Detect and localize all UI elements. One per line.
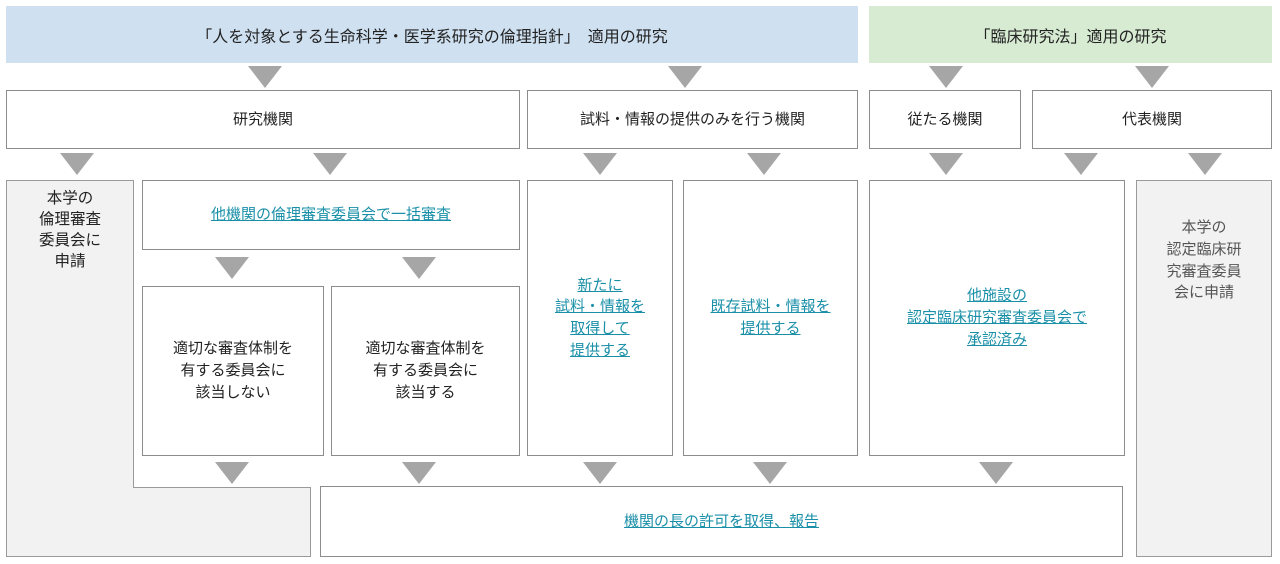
permission-report-link[interactable]: 機関の長の許可を取得、報告 — [623, 511, 819, 530]
bulk-review-box[interactable]: 他機関の倫理審査委員会で一括審査 — [142, 180, 520, 250]
permission-report-box[interactable]: 機関の長の許可を取得、報告 — [320, 486, 1123, 557]
existing-provide-box[interactable]: 既存試料・情報を 提供する — [683, 180, 858, 456]
other-facility-link[interactable]: 他施設の 認定臨床研究審査委員会で 承認済み — [906, 286, 1087, 348]
appropriate-label: 適切な審査体制を 有する委員会に 該当する — [365, 339, 486, 401]
subordinate-institution-box: 従たる機関 — [869, 90, 1021, 149]
header-clinical-research-act: 「臨床研究法」適用の研究 — [869, 6, 1272, 63]
new-acquire-link[interactable]: 新たに 試料・情報を 取得して 提供する — [554, 275, 645, 359]
arrow-down — [583, 153, 617, 175]
provider-only-institution-label: 試料・情報の提供のみを行う機関 — [579, 109, 805, 128]
arrow-down — [248, 66, 282, 88]
own-ethics-committee-text: 本学の 倫理審査 委員会に 申請 — [12, 188, 128, 288]
arrow-down — [215, 257, 249, 279]
not-appropriate-label: 適切な審査体制を 有する委員会に 該当しない — [172, 339, 293, 401]
not-appropriate-box: 適切な審査体制を 有する委員会に 該当しない — [142, 286, 324, 456]
other-facility-box[interactable]: 他施設の 認定臨床研究審査委員会で 承認済み — [869, 180, 1125, 456]
arrow-down — [1064, 153, 1098, 175]
subordinate-institution-label: 従たる機関 — [907, 109, 983, 128]
arrow-down — [402, 257, 436, 279]
provider-only-institution-box: 試料・情報の提供のみを行う機関 — [527, 90, 858, 149]
appropriate-box: 適切な審査体制を 有する委員会に 該当する — [331, 286, 520, 456]
research-institution-box: 研究機関 — [6, 90, 520, 149]
representative-institution-label: 代表機関 — [1121, 109, 1182, 128]
arrow-down — [753, 462, 787, 484]
arrow-down — [929, 153, 963, 175]
new-acquire-box[interactable]: 新たに 試料・情報を 取得して 提供する — [527, 180, 673, 456]
arrow-down — [1188, 153, 1222, 175]
own-certified-committee-box: 本学の 認定臨床研 究審査委員 会に申請 — [1136, 180, 1272, 557]
own-ethics-committee-label: 本学の 倫理審査 委員会に 申請 — [38, 189, 101, 270]
arrow-down — [402, 462, 436, 484]
arrow-down — [60, 153, 94, 175]
representative-institution-box: 代表機関 — [1032, 90, 1272, 149]
existing-provide-link[interactable]: 既存試料・情報を 提供する — [710, 297, 831, 337]
header-ethics-guideline-label: 「人を対象とする生命科学・医学系研究の倫理指針」 適用の研究 — [196, 26, 668, 46]
arrow-down — [747, 153, 781, 175]
arrow-down — [929, 66, 963, 88]
own-certified-committee-label: 本学の 認定臨床研 究審査委員 会に申請 — [1166, 218, 1242, 302]
arrow-down — [313, 153, 347, 175]
arrow-down — [979, 462, 1013, 484]
arrow-down — [583, 462, 617, 484]
bulk-review-link[interactable]: 他機関の倫理審査委員会で一括審査 — [210, 205, 451, 224]
arrow-down — [215, 462, 249, 484]
header-clinical-research-act-label: 「臨床研究法」適用の研究 — [974, 26, 1167, 46]
header-ethics-guideline: 「人を対象とする生命科学・医学系研究の倫理指針」 適用の研究 — [6, 6, 858, 63]
arrow-down — [1135, 66, 1169, 88]
research-institution-label: 研究機関 — [232, 109, 293, 128]
arrow-down — [668, 66, 702, 88]
